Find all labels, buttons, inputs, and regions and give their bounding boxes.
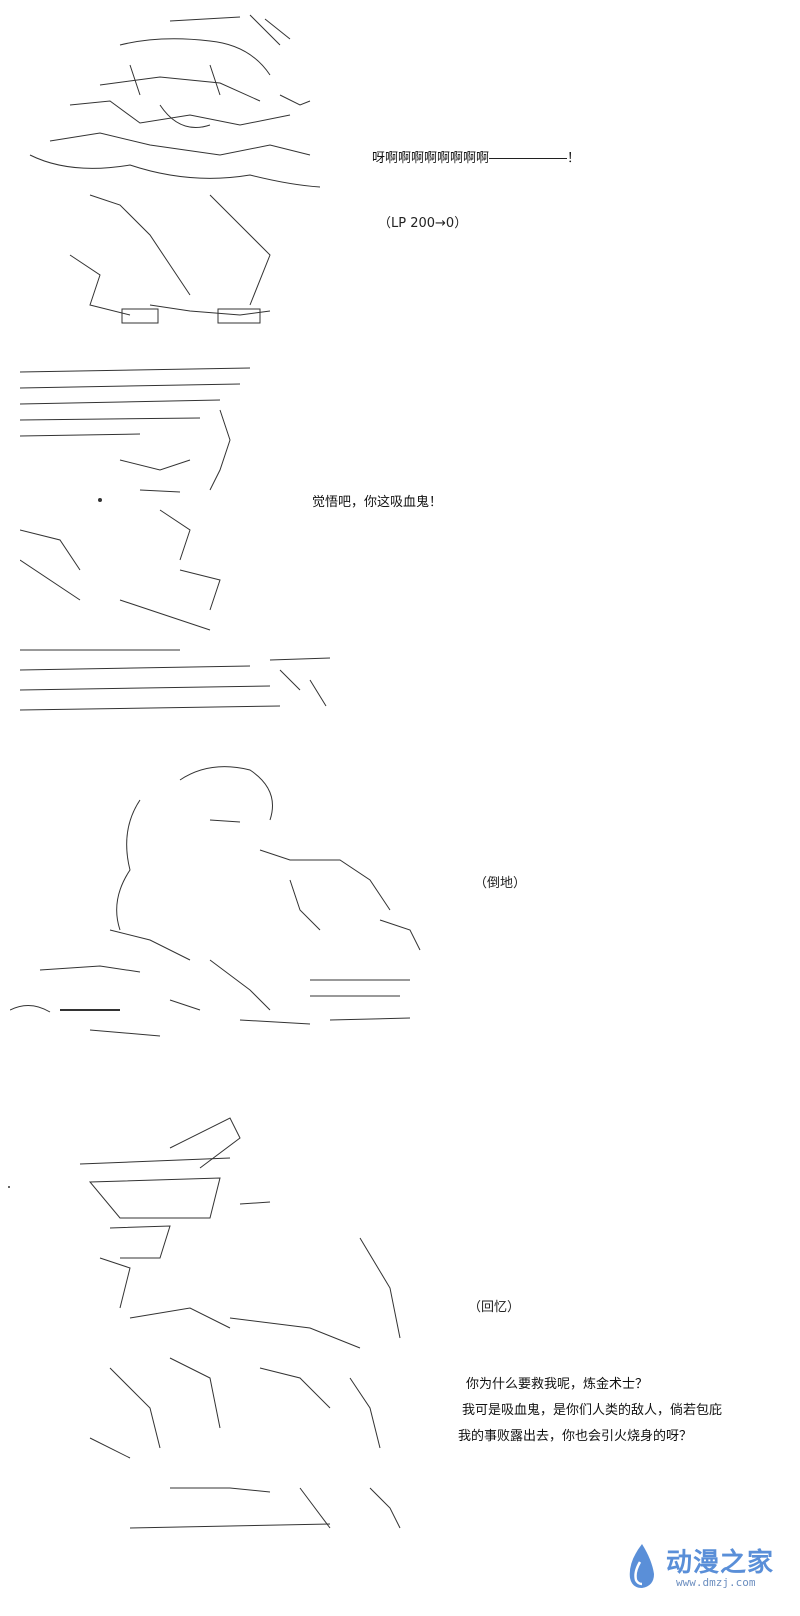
- watermark-url: www.dmzj.com: [676, 1576, 756, 1589]
- panel-1: 呀啊啊啊啊啊啊啊啊――――――！ （LP 200→0）: [0, 0, 800, 340]
- panel-4: （回忆） 你为什么要救我呢，炼金术士？ 我可是吸血鬼，是你们人类的敌人，倘若包庇…: [0, 1100, 800, 1600]
- watermark: 动漫之家 www.dmzj.com: [620, 1538, 795, 1598]
- ascii-art-character-1: [10, 5, 330, 335]
- dialogue-line: 呀啊啊啊啊啊啊啊啊――――――！: [372, 151, 581, 166]
- dialogue-line: 你为什么要救我呢，炼金术士？: [466, 1377, 649, 1392]
- stray-dot: [8, 1186, 10, 1188]
- dialogue-line: 觉悟吧，你这吸血鬼！: [312, 495, 443, 510]
- stage-direction: （倒地）: [474, 876, 527, 891]
- watermark-name: 动漫之家: [666, 1548, 775, 1578]
- stage-direction: （回忆）: [468, 1300, 521, 1315]
- panel-2: 觉悟吧，你这吸血鬼！: [0, 350, 800, 730]
- dialogue-line: 我可是吸血鬼，是你们人类的敌人，倘若包庇: [462, 1403, 723, 1418]
- dialogue-line: 我的事败露出去，你也会引火烧身的呀？: [458, 1429, 693, 1444]
- panel-3: （倒地）: [0, 750, 800, 1070]
- stage-direction: （LP 200→0）: [378, 216, 468, 231]
- ascii-art-character-2: [20, 360, 340, 720]
- ascii-art-character-4: [70, 1108, 450, 1548]
- ascii-art-character-3: [10, 760, 440, 1050]
- dmzj-logo-icon: [620, 1542, 660, 1594]
